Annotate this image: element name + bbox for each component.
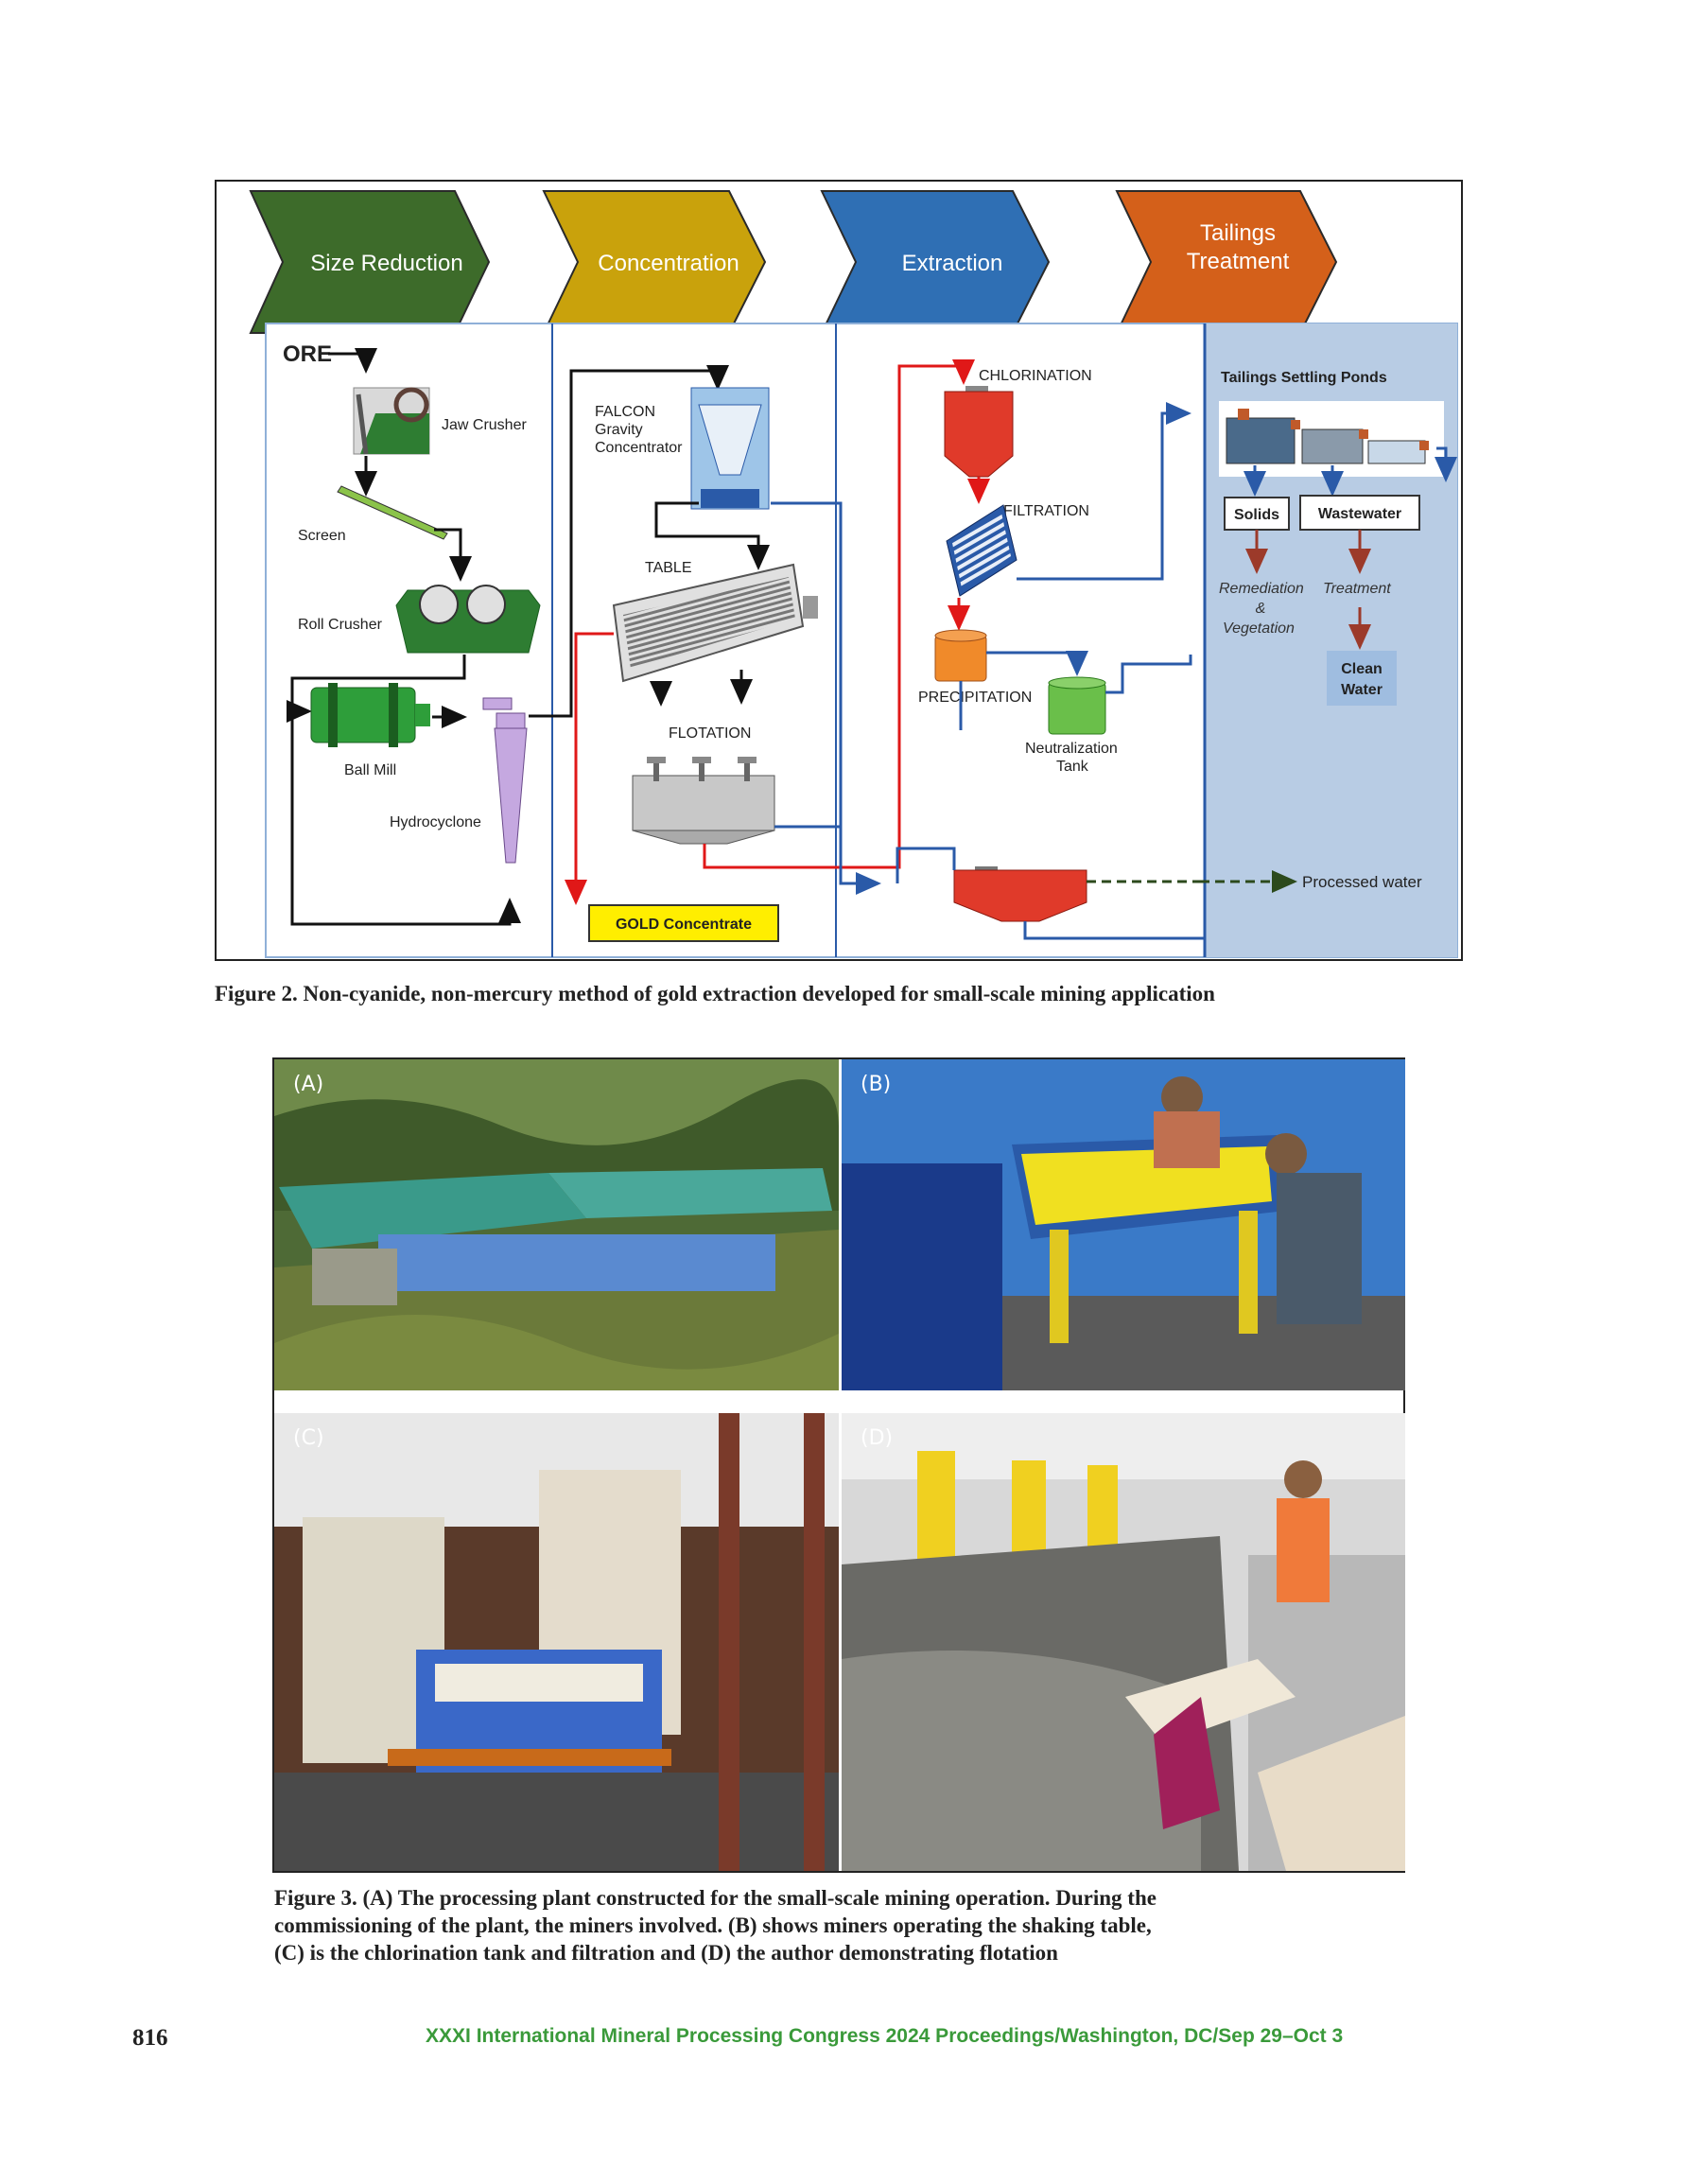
caption-line: commissioning of the plant, the miners i… bbox=[274, 1913, 1152, 1937]
solids-box: Solids bbox=[1224, 497, 1290, 531]
treatment-label: Treatment bbox=[1323, 581, 1391, 597]
photo-chlorination-filtration: (C) bbox=[274, 1413, 839, 1871]
neutralization-label: Neutralization bbox=[1025, 741, 1118, 757]
page-number: 816 bbox=[132, 2025, 168, 2051]
panel-label: (B) bbox=[861, 1073, 892, 1096]
hydrocyclone-icon bbox=[482, 697, 528, 864]
flotation-label: FLOTATION bbox=[669, 725, 751, 742]
stage-label: Extraction bbox=[902, 251, 1003, 276]
falcon-label: FALCON bbox=[595, 404, 655, 420]
caption-line: (C) is the chlorination tank and filtrat… bbox=[274, 1941, 1058, 1965]
photo-processing-plant: (A) bbox=[274, 1059, 839, 1390]
neutralization-tank-icon bbox=[1048, 676, 1106, 735]
chlorination-label: CHLORINATION bbox=[979, 368, 1092, 384]
photo-shaking-table: (B) bbox=[842, 1059, 1405, 1390]
filter-press-icon bbox=[946, 504, 1017, 597]
filtration-label: FILTRATION bbox=[1003, 503, 1089, 519]
falcon-label: Gravity bbox=[595, 422, 643, 438]
settling-tank-icon bbox=[953, 866, 1087, 922]
ball-mill-label: Ball Mill bbox=[344, 762, 396, 778]
wastewater-box: Wastewater bbox=[1299, 495, 1420, 531]
neutralization-label: Tank bbox=[1056, 759, 1089, 775]
ore-label: ORE bbox=[283, 341, 332, 367]
flotation-cells-icon bbox=[632, 757, 775, 845]
precipitation-label: PRECIPITATION bbox=[918, 690, 1032, 706]
falcon-concentrator-icon bbox=[690, 387, 770, 510]
stage-label: Tailings bbox=[1200, 220, 1276, 246]
hydrocyclone-label: Hydrocyclone bbox=[390, 814, 481, 830]
flowsheet-diagram: Size Reduction Concentration Extraction … bbox=[249, 190, 1458, 958]
figure-2-caption: Figure 2. Non-cyanide, non-mercury metho… bbox=[215, 982, 1215, 1005]
remediation-label: Remediation bbox=[1219, 581, 1304, 597]
stage-label: Size Reduction bbox=[310, 251, 462, 276]
figure-2-flowsheet: Size Reduction Concentration Extraction … bbox=[215, 180, 1463, 961]
screen-icon bbox=[337, 485, 448, 540]
stage-extraction: Extraction bbox=[820, 190, 1051, 334]
stage-size-reduction: Size Reduction bbox=[249, 190, 491, 334]
running-footer: XXXI International Mineral Processing Co… bbox=[426, 2025, 1344, 2047]
svg-text:Solids: Solids bbox=[1234, 507, 1279, 523]
stage-tailings-treatment: Tailings Treatment bbox=[1115, 190, 1338, 334]
svg-text:Clean: Clean bbox=[1341, 661, 1383, 677]
jaw-crusher-label: Jaw Crusher bbox=[442, 417, 527, 433]
shaking-table-icon bbox=[612, 563, 818, 683]
settling-ponds-icon bbox=[1219, 401, 1444, 477]
caption-line: Figure 3. (A) The processing plant const… bbox=[274, 1886, 1157, 1910]
panel-label: (C) bbox=[293, 1426, 324, 1450]
screen-label: Screen bbox=[298, 528, 346, 544]
remediation-label: & bbox=[1256, 601, 1266, 617]
stage-label: Treatment bbox=[1187, 249, 1290, 274]
panel-label: (A) bbox=[293, 1073, 324, 1096]
table-label: TABLE bbox=[645, 560, 692, 576]
falcon-label: Concentrator bbox=[595, 440, 683, 456]
roll-crusher-icon bbox=[395, 585, 541, 654]
svg-text:GOLD Concentrate: GOLD Concentrate bbox=[616, 917, 752, 933]
svg-text:Wastewater: Wastewater bbox=[1318, 506, 1401, 522]
tailings-ponds-label: Tailings Settling Ponds bbox=[1221, 370, 1387, 386]
jaw-crusher-icon bbox=[353, 387, 430, 455]
gold-concentrate-box: GOLD Concentrate bbox=[588, 904, 779, 942]
roll-crusher-label: Roll Crusher bbox=[298, 617, 383, 633]
panel-label: (D) bbox=[861, 1426, 894, 1450]
remediation-label: Vegetation bbox=[1223, 620, 1295, 637]
precipitation-tank-icon bbox=[934, 629, 987, 682]
photo-flotation-demo: (D) bbox=[842, 1413, 1405, 1871]
clean-water-box: Clean Water bbox=[1327, 651, 1397, 706]
figure-3-photos: (A) (B) bbox=[272, 1057, 1405, 1873]
stage-concentration: Concentration bbox=[542, 190, 767, 334]
ball-mill-icon bbox=[310, 683, 430, 747]
svg-text:Water: Water bbox=[1341, 682, 1383, 698]
chlorination-tank-icon bbox=[944, 386, 1014, 478]
figure-3-caption: Figure 3. (A) The processing plant const… bbox=[274, 1884, 1409, 1966]
stage-label: Concentration bbox=[598, 251, 739, 276]
processed-water-label: Processed water bbox=[1302, 873, 1422, 891]
